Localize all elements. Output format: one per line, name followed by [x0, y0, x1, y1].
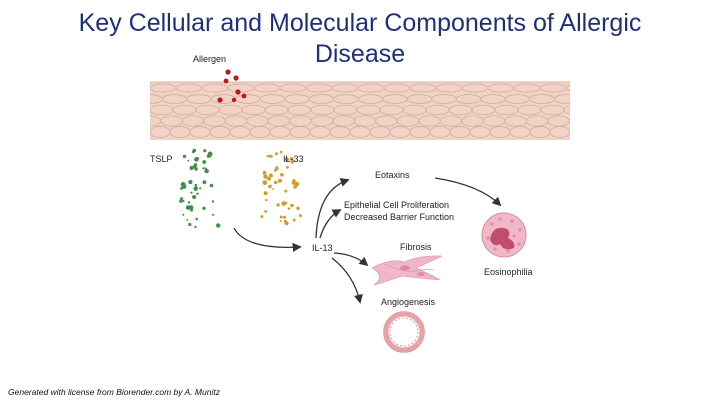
arrow-eotaxins-to-eosinophil — [434, 177, 502, 207]
tslp-label: TSLP — [150, 154, 173, 164]
il33-label: IL-33 — [283, 154, 304, 164]
title-line-2: Disease — [314, 40, 406, 68]
footer-credit: Generated with license from Biorender.co… — [8, 387, 220, 397]
arrow-to-epithelial — [319, 209, 342, 239]
il13-label: IL-13 — [312, 243, 333, 253]
blood-vessel-icon — [383, 311, 425, 353]
arrow-to-il13 — [233, 227, 302, 252]
arrow-to-angiogenesis — [331, 257, 363, 304]
allergen-label: Allergen — [193, 54, 226, 64]
epithelial-label-line-2: Decreased Barrier Function — [344, 212, 454, 222]
fibroblast-icon — [371, 255, 443, 286]
allergen-particles-icon — [217, 69, 247, 103]
epithelial-label-line-1: Epithelial Cell Proliferation — [344, 200, 449, 210]
tslp-dots-icon — [179, 148, 221, 229]
eosinophil-icon — [481, 212, 527, 258]
fibrosis-label: Fibrosis — [400, 242, 432, 252]
eotaxins-label: Eotaxins — [375, 170, 410, 180]
slide-title: Key Cellular and Molecular Components of… — [0, 8, 720, 70]
eosinophilia-label: Eosinophilia — [484, 267, 533, 277]
il33-dots-icon — [260, 150, 302, 226]
title-line-1: Key Cellular and Molecular Components of… — [78, 9, 642, 37]
angiogenesis-label: Angiogenesis — [381, 297, 436, 307]
arrow-to-eotaxins — [315, 177, 350, 239]
epithelium-layer-icon — [150, 81, 570, 140]
arrow-to-fibrosis — [333, 252, 369, 267]
